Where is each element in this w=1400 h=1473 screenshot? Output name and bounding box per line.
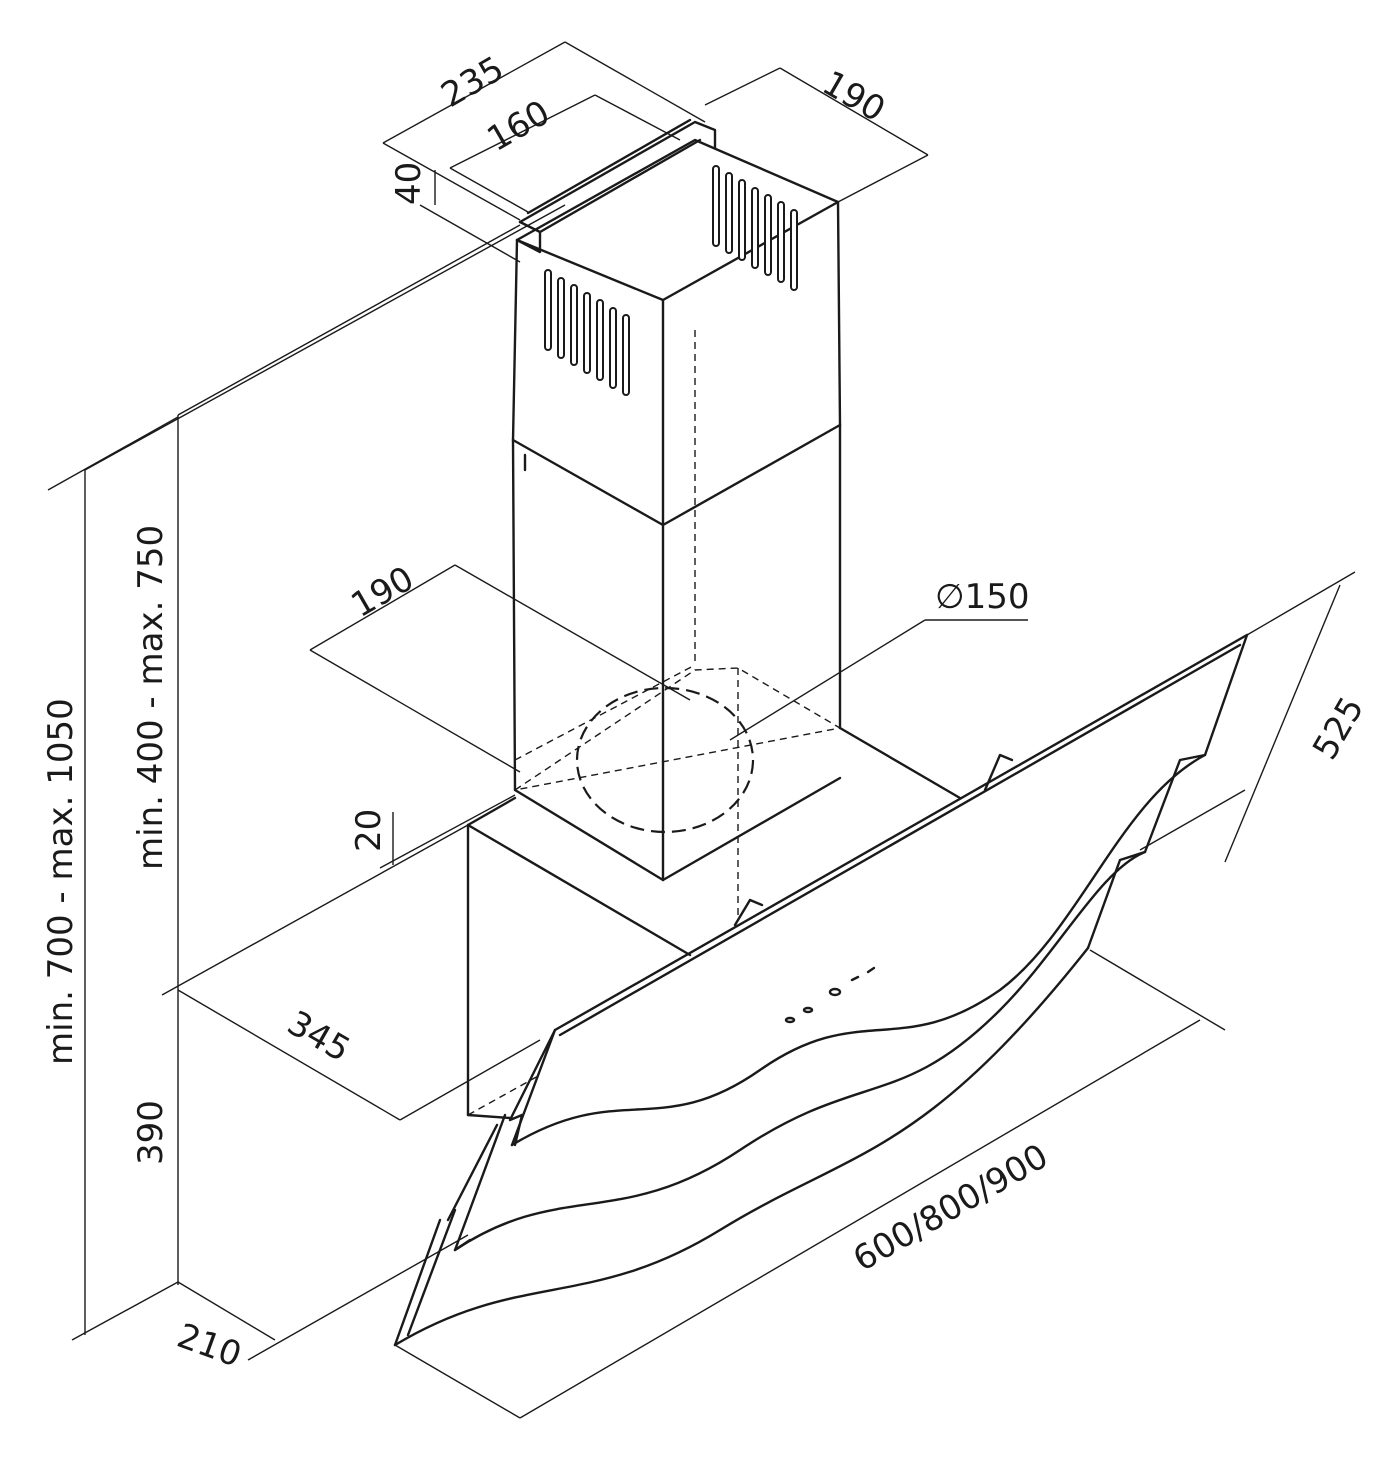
dim-total-range: min. 700 - max. 1050 — [41, 698, 81, 1065]
vent-slots-front — [544, 269, 630, 396]
lower-chimney — [511, 330, 842, 920]
upper-chimney — [511, 118, 842, 527]
dim-20: 20 — [349, 809, 389, 852]
hood-body — [466, 726, 962, 1120]
dim-190-mid: 190 — [345, 559, 421, 626]
dim-160: 160 — [481, 93, 557, 160]
control-buttons — [784, 966, 876, 1024]
dim-235: 235 — [435, 49, 511, 116]
dim-chimney-range: min. 400 - max. 750 — [131, 525, 171, 870]
glass-panel — [393, 633, 1249, 1347]
dim-190-top: 190 — [816, 63, 892, 130]
dimension-lines — [47, 41, 1356, 1419]
dim-40: 40 — [389, 162, 429, 205]
dim-345: 345 — [281, 1003, 357, 1070]
dim-diameter-150: ∅150 — [935, 577, 1030, 617]
dim-210: 210 — [172, 1316, 247, 1376]
dim-390: 390 — [131, 1100, 171, 1165]
dim-525: 525 — [1305, 690, 1372, 766]
vent-slots-back — [712, 165, 798, 291]
